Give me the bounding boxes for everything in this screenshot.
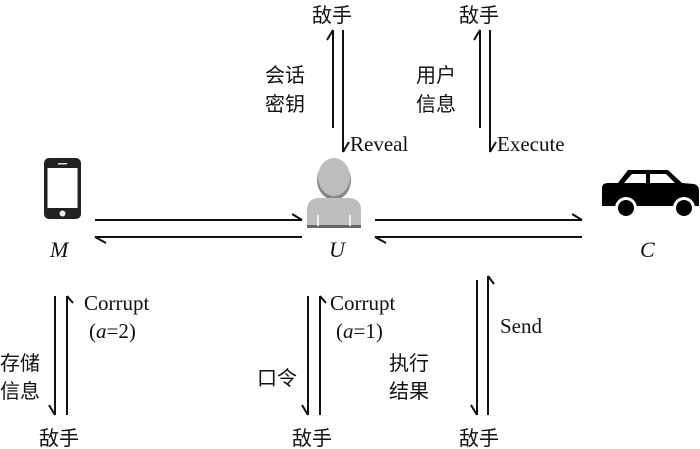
adversary-bottom-mid: 敌手 [292, 426, 332, 449]
reveal-label: Reveal [350, 132, 408, 156]
stored-info-label-1: 存储 [0, 351, 40, 375]
arrow-u-to-adversary-session-key [326, 29, 334, 128]
exec-result-label-1: 执行 [389, 351, 429, 375]
arrow-c-to-adversary-user-info [473, 29, 481, 128]
adversary-top-right: 敌手 [459, 3, 499, 27]
session-key-label-2: 密钥 [265, 92, 305, 116]
adversary-bottom-left: 敌手 [39, 426, 79, 449]
arrow-m-to-adversary-stored-info [48, 296, 56, 416]
password-label: 口令 [257, 366, 297, 390]
arrow-reveal [342, 30, 350, 153]
send-label: Send [500, 314, 543, 338]
adversary-bottom-right: 敌手 [459, 426, 499, 449]
exec-result-label-2: 结果 [389, 379, 429, 403]
user-info-label-2: 信息 [416, 92, 456, 116]
execute-label: Execute [497, 132, 565, 156]
arrow-c-to-adversary-result [470, 280, 478, 416]
arrow-send [487, 275, 495, 415]
arrow-corrupt-u [319, 295, 327, 415]
arrow-u-to-m [94, 236, 302, 244]
smartphone-icon [44, 158, 81, 219]
label-m: M [49, 237, 70, 262]
label-c: C [640, 237, 655, 262]
arrow-execute [489, 30, 497, 153]
corrupt-m-param: (a=2) [89, 319, 136, 343]
stored-info-label-2: 信息 [0, 379, 40, 403]
adversary-top-left: 敌手 [312, 3, 352, 27]
session-key-label-1: 会话 [265, 63, 305, 87]
corrupt-m-label: Corrupt [84, 291, 149, 315]
label-u: U [329, 237, 347, 262]
car-icon [602, 170, 699, 219]
arrow-u-to-adversary-password [301, 296, 309, 416]
user-icon [307, 158, 361, 228]
arrow-corrupt-m [66, 295, 74, 415]
arrow-u-to-c [375, 213, 583, 221]
arrow-c-to-u [374, 236, 582, 244]
corrupt-u-label: Corrupt [330, 291, 395, 315]
corrupt-u-param: (a=1) [336, 319, 383, 343]
arrow-m-to-u [95, 213, 303, 221]
user-info-label-1: 用户 [416, 63, 456, 87]
